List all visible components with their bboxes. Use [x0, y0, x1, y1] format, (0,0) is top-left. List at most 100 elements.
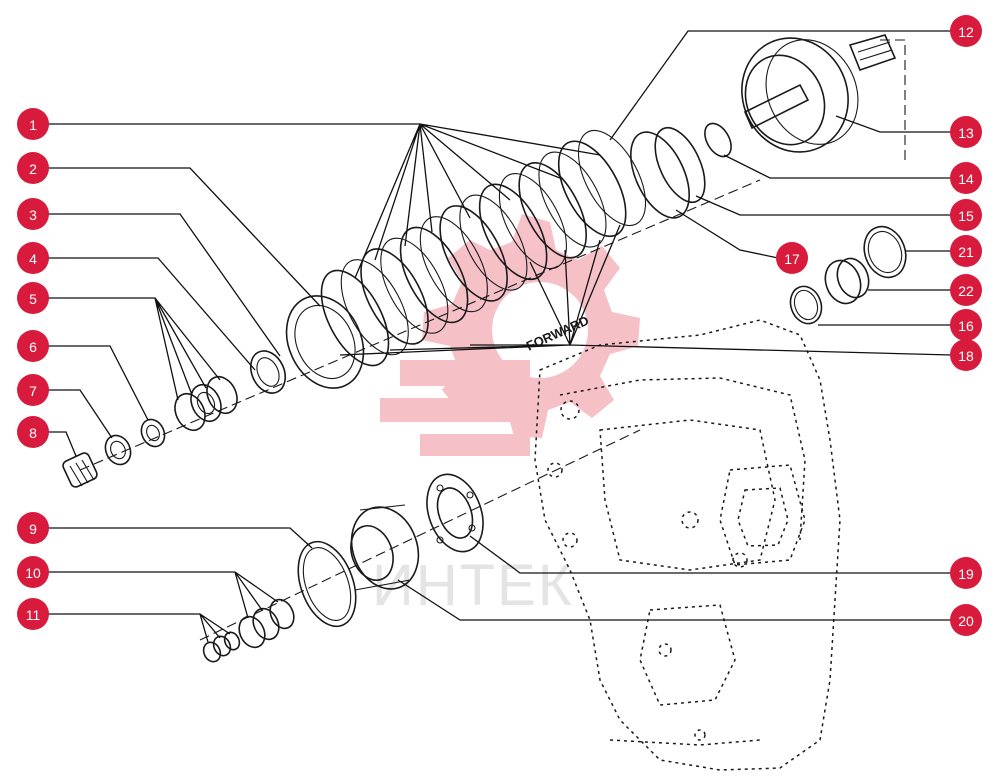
- callout-number: 22: [958, 283, 974, 299]
- callout-4: 4: [17, 242, 49, 274]
- callout-number: 3: [29, 207, 37, 223]
- callout-circle: [17, 198, 49, 230]
- clutch-disc: [320, 269, 390, 367]
- callout-circle: [950, 557, 982, 589]
- clutch-disc: [439, 205, 508, 302]
- seal-set-part-10: [238, 598, 295, 649]
- watermark-logo: [380, 214, 640, 456]
- callout-17: 17: [776, 242, 808, 274]
- clutch-disc: [340, 259, 409, 356]
- callout-2: 2: [17, 152, 49, 184]
- callout-circle: [950, 604, 982, 636]
- callout-number: 17: [784, 251, 800, 267]
- ring-part-21: [863, 225, 907, 279]
- callout-6: 6: [17, 330, 49, 362]
- callout-circle: [17, 108, 49, 140]
- clutch-disc: [360, 248, 429, 345]
- clutch-disc: [577, 129, 647, 227]
- callout-1: 1: [17, 108, 49, 140]
- clutch-disc: [380, 237, 449, 334]
- callout-22: 22: [950, 274, 982, 306]
- callout-circle: [17, 598, 49, 630]
- callout-15: 15: [950, 199, 982, 231]
- callout-circle: [950, 274, 982, 306]
- callout-7: 7: [17, 374, 49, 406]
- callout-number: 15: [958, 208, 974, 224]
- callout-20: 20: [950, 604, 982, 636]
- clutch-disc: [459, 194, 528, 291]
- callout-circle: [950, 235, 982, 267]
- callout-circle: [950, 199, 982, 231]
- washer-part-6: [140, 418, 166, 448]
- callout-number: 7: [29, 383, 37, 399]
- callout-21: 21: [950, 235, 982, 267]
- callout-3: 3: [17, 198, 49, 230]
- ring-part-17: [630, 131, 690, 219]
- callout-circle: [17, 374, 49, 406]
- ball-bearing-part-19: [426, 473, 484, 553]
- callout-circle: [17, 152, 49, 184]
- small-seal-set-part-11: [202, 631, 241, 663]
- clutch-disc: [518, 161, 588, 259]
- spring-set: [174, 375, 238, 432]
- ring-part-3-inner: [256, 357, 280, 387]
- callout-circle: [950, 15, 982, 47]
- clutch-disc: [399, 226, 469, 324]
- callout-12: 12: [950, 15, 982, 47]
- callout-number: 11: [26, 607, 41, 623]
- callout-18: 18: [950, 339, 982, 371]
- callout-circle: [950, 339, 982, 371]
- callout-10: 10: [17, 556, 49, 588]
- clutch-hub-part-13: [741, 34, 906, 160]
- callout-number: 5: [29, 291, 37, 307]
- callout-number: 4: [29, 251, 37, 267]
- leader-lines: [47, 30, 953, 643]
- ring-part-22: [824, 259, 862, 305]
- needle-bearing: [62, 452, 98, 488]
- callout-number: 19: [958, 566, 974, 582]
- transmission-housing: [534, 319, 841, 771]
- callout-19: 19: [950, 557, 982, 589]
- callout-circle: [17, 416, 49, 448]
- ring-part-14: [704, 122, 732, 158]
- ring-part-3: [249, 350, 287, 394]
- callout-number: 16: [958, 318, 974, 334]
- callout-circle: [950, 116, 982, 148]
- callout-8: 8: [17, 416, 49, 448]
- callout-number: 2: [29, 161, 37, 177]
- callout-circle: [17, 512, 49, 544]
- callout-number: 20: [958, 613, 974, 629]
- callout-circle: [17, 282, 49, 314]
- snap-ring-part-9: [297, 540, 357, 628]
- callout-14: 14: [950, 162, 982, 194]
- callout-16: 16: [950, 309, 982, 341]
- callout-number: 6: [29, 339, 37, 355]
- ring-part-15: [654, 126, 706, 204]
- clutch-disc: [498, 173, 567, 270]
- callout-number: 21: [958, 244, 974, 260]
- callout-circle: [17, 330, 49, 362]
- callout-9: 9: [17, 512, 49, 544]
- callout-number: 1: [29, 117, 37, 133]
- callout-number: 13: [958, 125, 974, 141]
- callout-circle: [950, 162, 982, 194]
- callout-circle: [17, 242, 49, 274]
- callout-circle: [17, 556, 49, 588]
- callout-number: 9: [29, 521, 37, 537]
- callout-number: 10: [25, 565, 41, 581]
- callout-number: 14: [958, 171, 974, 187]
- clutch-disc: [538, 151, 607, 248]
- ring-part-7: [104, 434, 132, 466]
- watermark-text: ИНТЕК: [372, 553, 573, 618]
- callout-11: 11: [17, 598, 49, 630]
- pressure-ring: [285, 295, 365, 389]
- callout-5: 5: [17, 282, 49, 314]
- callout-number: 12: [958, 24, 974, 40]
- callout-circle: [776, 242, 808, 274]
- callout-13: 13: [950, 116, 982, 148]
- shaft-axis-line: [79, 179, 761, 471]
- shaft-axis-line-lower: [199, 429, 641, 641]
- pressure-ring-inner: [294, 305, 356, 379]
